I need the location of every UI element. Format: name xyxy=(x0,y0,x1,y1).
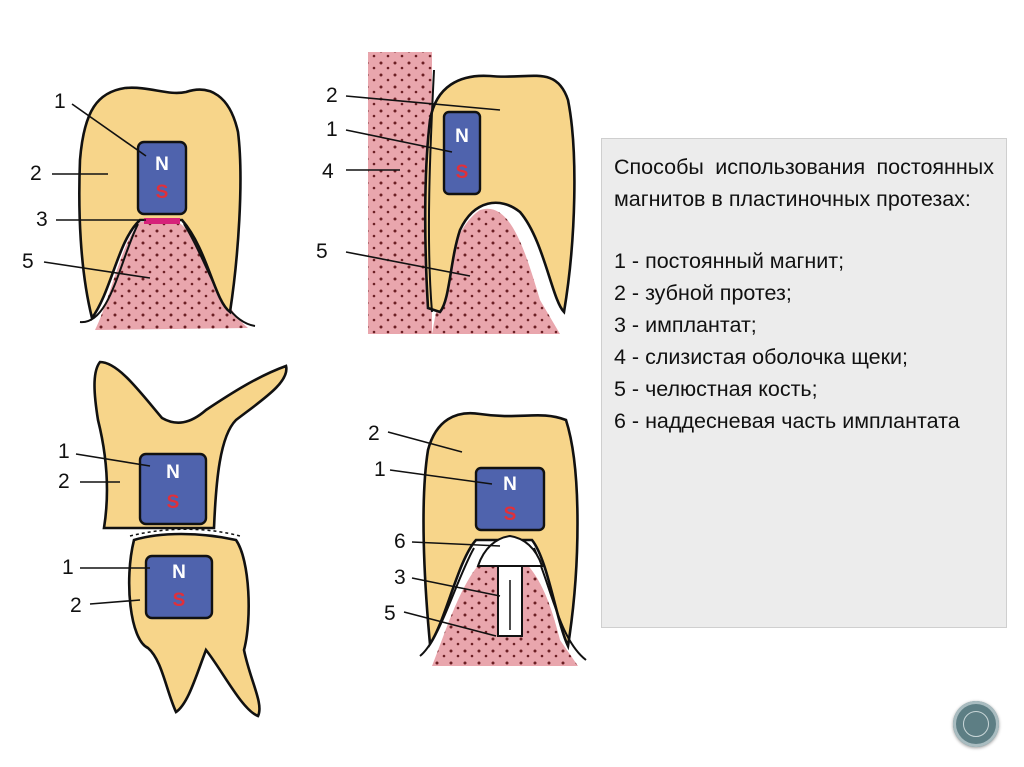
implant-abutment xyxy=(476,534,544,567)
legend-item: 3 - имплантат; xyxy=(614,313,757,337)
legend-item: 5 - челюстная кость; xyxy=(614,377,818,401)
legend-panel: Способы использования постоянных магнито… xyxy=(601,138,1007,628)
label-6: 6 xyxy=(394,530,406,553)
magnet-south-pole: S xyxy=(504,504,517,525)
legend-spacer xyxy=(614,215,994,245)
magnet-north-pole: N xyxy=(155,154,169,175)
magnet-south-pole: S xyxy=(173,590,186,611)
label-3: 3 xyxy=(36,208,48,231)
magnet-south-pole: S xyxy=(156,182,169,203)
magnet-south-pole: S xyxy=(167,492,180,513)
label-2: 2 xyxy=(30,162,42,185)
magnet xyxy=(474,466,546,532)
label-3: 3 xyxy=(394,566,406,589)
legend-title: Способы использования постоянных магнито… xyxy=(614,155,994,211)
magnet-north-pole: N xyxy=(455,126,469,147)
label-4: 4 xyxy=(322,160,334,183)
magnet xyxy=(138,452,208,526)
legend-item: 2 - зубной протез; xyxy=(614,281,792,305)
label-1: 1 xyxy=(58,440,70,463)
label-2: 2 xyxy=(326,84,338,107)
panel-bottom-left: N S N S 1 2 1 2 xyxy=(58,360,288,718)
magnet xyxy=(136,140,188,216)
label-1: 1 xyxy=(326,118,338,141)
label-2: 2 xyxy=(70,594,82,617)
label-1: 1 xyxy=(62,556,74,579)
label-5: 5 xyxy=(316,240,328,263)
bone-texture xyxy=(95,222,248,330)
panel-bottom-right: N S 2 1 6 3 5 xyxy=(368,411,587,666)
magnet-north-pole: N xyxy=(172,562,186,583)
slide-nav-button[interactable] xyxy=(953,701,999,747)
legend-item: 1 - постоянный магнит; xyxy=(614,249,845,273)
gum-contact xyxy=(129,528,241,537)
label-2: 2 xyxy=(58,470,70,493)
legend-item: 6 - наддесневая часть имплантата xyxy=(614,409,960,433)
panel-top-left: N S 1 2 3 5 xyxy=(22,86,256,330)
magnet xyxy=(442,110,482,196)
label-5: 5 xyxy=(22,250,34,273)
implant-plate xyxy=(144,218,180,224)
panel-top-right: N S 2 1 4 5 xyxy=(316,52,576,334)
label-1: 1 xyxy=(54,90,66,113)
mucosa-line xyxy=(427,69,435,313)
magnet-north-pole: N xyxy=(503,474,517,495)
magnet xyxy=(144,554,214,620)
bone-texture xyxy=(432,208,560,334)
cheek-texture xyxy=(368,52,432,334)
legend-item: 4 - слизистая оболочка щеки; xyxy=(614,345,908,369)
magnet-north-pole: N xyxy=(166,462,180,483)
label-5: 5 xyxy=(384,602,396,625)
label-2: 2 xyxy=(368,422,380,445)
magnet-south-pole: S xyxy=(456,162,469,183)
label-1: 1 xyxy=(374,458,386,481)
